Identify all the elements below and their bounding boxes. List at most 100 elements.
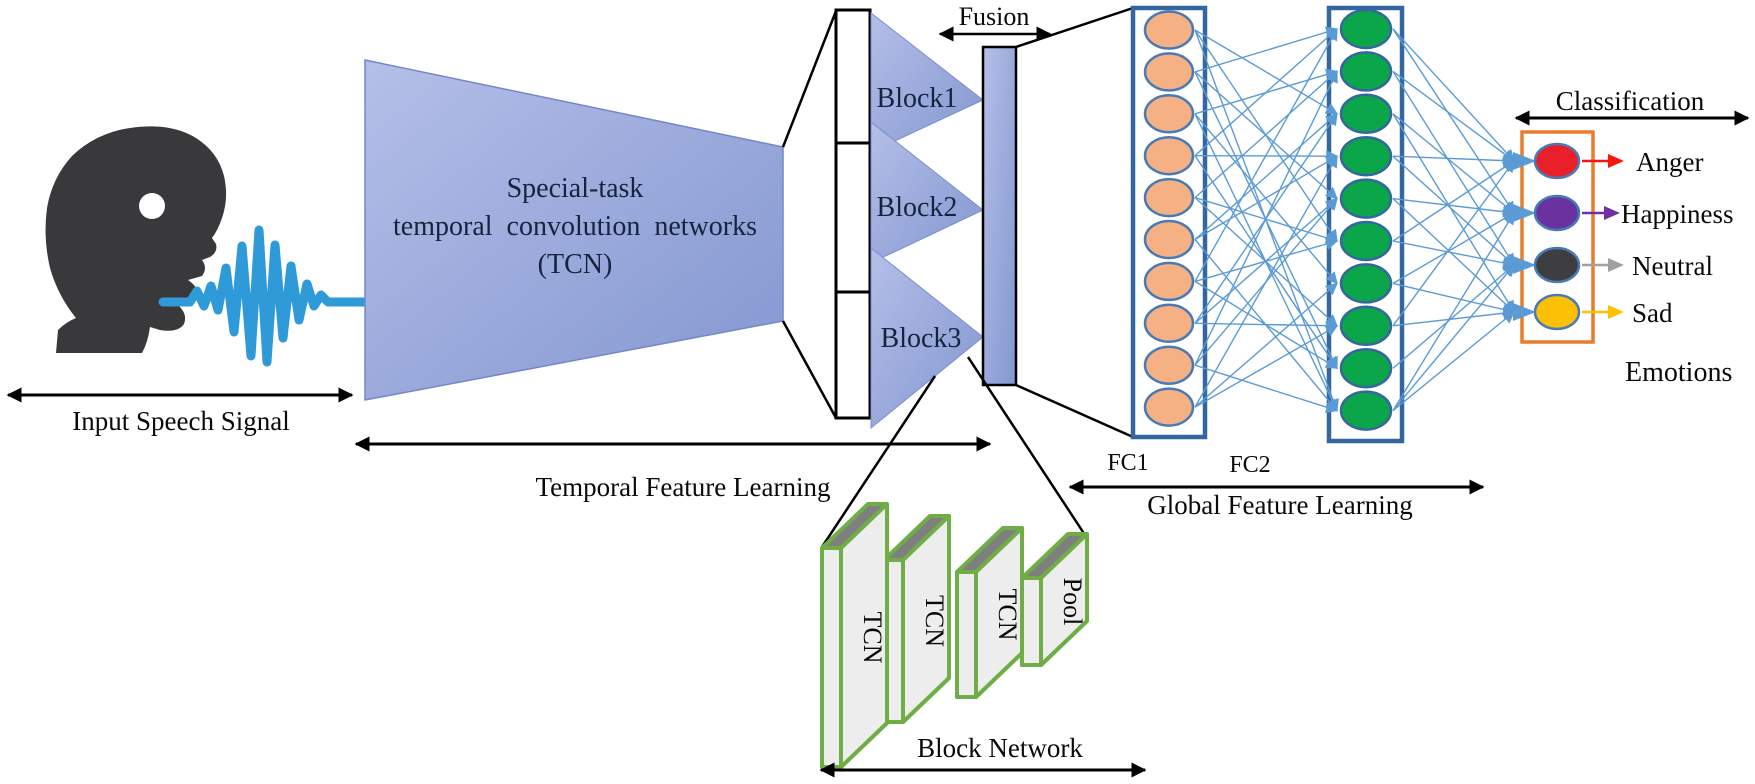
connection-line bbox=[1392, 264, 1515, 369]
connection-line bbox=[1392, 28, 1515, 215]
connection-line bbox=[1392, 113, 1515, 314]
connection-line bbox=[1392, 198, 1515, 313]
connection-line bbox=[1392, 160, 1516, 242]
block-network-slab: TCN bbox=[820, 502, 889, 769]
emotions-caption: Emotions bbox=[1625, 357, 1732, 388]
input-speech-signal-label: Input Speech Signal bbox=[72, 406, 289, 436]
fc2-node bbox=[1339, 178, 1393, 219]
slab-label: TCN bbox=[920, 595, 949, 647]
temporal-feature-label: Temporal Feature Learning bbox=[536, 472, 831, 502]
callout-line bbox=[966, 356, 1087, 536]
slab-label: Pool bbox=[1058, 578, 1087, 626]
fc1-node bbox=[1143, 10, 1195, 50]
connection-line bbox=[1194, 71, 1338, 370]
anger-label: Anger bbox=[1636, 147, 1703, 177]
split-column bbox=[834, 8, 872, 420]
fusion-label: Fusion bbox=[959, 2, 1030, 31]
connection-line bbox=[1392, 160, 1515, 327]
block-network-slab: Pool bbox=[1020, 532, 1089, 667]
block3-label: Block3 bbox=[881, 323, 962, 354]
fc1-node bbox=[1143, 177, 1195, 218]
callout-line bbox=[1015, 5, 1137, 49]
fc1-node bbox=[1143, 52, 1195, 92]
fc2-node bbox=[1339, 135, 1393, 177]
input-wedge-icon bbox=[1513, 152, 1536, 170]
connection-line bbox=[1194, 28, 1338, 157]
neutral-label: Neutral bbox=[1632, 251, 1713, 281]
emotion-row-happiness: Happiness bbox=[1513, 194, 1733, 232]
speaker-head-icon bbox=[45, 126, 227, 353]
connection-line bbox=[1194, 197, 1338, 324]
sad-node bbox=[1533, 293, 1581, 331]
connection-line bbox=[1392, 282, 1516, 316]
callout-line bbox=[781, 320, 838, 419]
fc1-node bbox=[1143, 345, 1195, 385]
input-wedge-icon bbox=[1513, 303, 1536, 321]
fc2-node bbox=[1339, 347, 1393, 389]
block2-triangle bbox=[870, 120, 984, 264]
fc2-emotion-connections bbox=[1392, 28, 1516, 412]
anger-arrowhead-icon bbox=[1608, 154, 1624, 168]
emotion-row-sad: Sad bbox=[1513, 293, 1673, 331]
connection-line bbox=[1392, 197, 1516, 218]
block1-label: Block1 bbox=[877, 83, 958, 114]
neutral-node bbox=[1533, 246, 1581, 284]
connection-line bbox=[1194, 113, 1338, 241]
fc2-node bbox=[1339, 51, 1393, 92]
block-network-caption: Block Network bbox=[917, 733, 1083, 763]
block2-label: Block2 bbox=[877, 192, 958, 223]
fc1-label: FC1 bbox=[1107, 450, 1148, 476]
emotion-row-anger: Anger bbox=[1513, 142, 1703, 180]
connection-line bbox=[1194, 325, 1339, 408]
connection-line bbox=[1194, 26, 1339, 73]
slab-label: TCN bbox=[858, 612, 887, 664]
callout-line bbox=[1015, 383, 1134, 439]
fc2-node bbox=[1339, 93, 1393, 135]
slab-front-face bbox=[820, 546, 843, 769]
slab-front-face bbox=[1020, 576, 1043, 667]
connection-line bbox=[1194, 319, 1339, 332]
connection-line bbox=[1194, 29, 1339, 115]
fc1-node bbox=[1143, 219, 1195, 260]
callout-line bbox=[820, 375, 937, 548]
connection-line bbox=[1392, 71, 1515, 267]
connection-line bbox=[1194, 27, 1338, 282]
connection-line bbox=[1392, 311, 1515, 412]
head-silhouette bbox=[45, 126, 227, 353]
input-wedge-icon bbox=[1513, 256, 1536, 274]
connection-line bbox=[1392, 155, 1515, 266]
fc1-node bbox=[1143, 261, 1195, 302]
speech-waveform-icon bbox=[158, 225, 373, 367]
connection-line bbox=[1194, 364, 1339, 414]
fc1-fc2-connections bbox=[1194, 26, 1339, 414]
sad-arrowhead-icon bbox=[1608, 305, 1624, 319]
happiness-node bbox=[1533, 194, 1581, 232]
connection-line bbox=[1392, 307, 1516, 327]
neutral-arrowhead-icon bbox=[1608, 258, 1624, 272]
global-feature-label: Global Feature Learning bbox=[1147, 490, 1412, 520]
anger-node bbox=[1533, 142, 1581, 180]
fc1-node bbox=[1143, 387, 1195, 427]
fusion-bar bbox=[981, 45, 1018, 387]
fc1-node bbox=[1143, 94, 1195, 134]
connection-line bbox=[1392, 154, 1516, 167]
classification-label: Classification bbox=[1556, 86, 1705, 116]
connection-line bbox=[1392, 28, 1515, 162]
block-network-slab: TCN bbox=[955, 526, 1024, 699]
connection-line bbox=[1194, 70, 1338, 199]
head-eye bbox=[139, 193, 165, 219]
happiness-arrowhead-icon bbox=[1604, 206, 1620, 220]
fc2-neurons bbox=[1339, 8, 1393, 431]
connection-line bbox=[1392, 264, 1515, 412]
slab-label: TCN bbox=[993, 589, 1022, 641]
happiness-label: Happiness bbox=[1621, 199, 1733, 229]
connection-line bbox=[1194, 70, 1338, 366]
slab-front-face bbox=[955, 570, 978, 699]
tcn-title-line2: temporal convolution networks bbox=[393, 211, 757, 242]
connection-line bbox=[1194, 155, 1338, 408]
fc1-node bbox=[1143, 303, 1195, 344]
sad-label: Sad bbox=[1632, 298, 1673, 328]
fc2-label: FC2 bbox=[1229, 452, 1270, 478]
